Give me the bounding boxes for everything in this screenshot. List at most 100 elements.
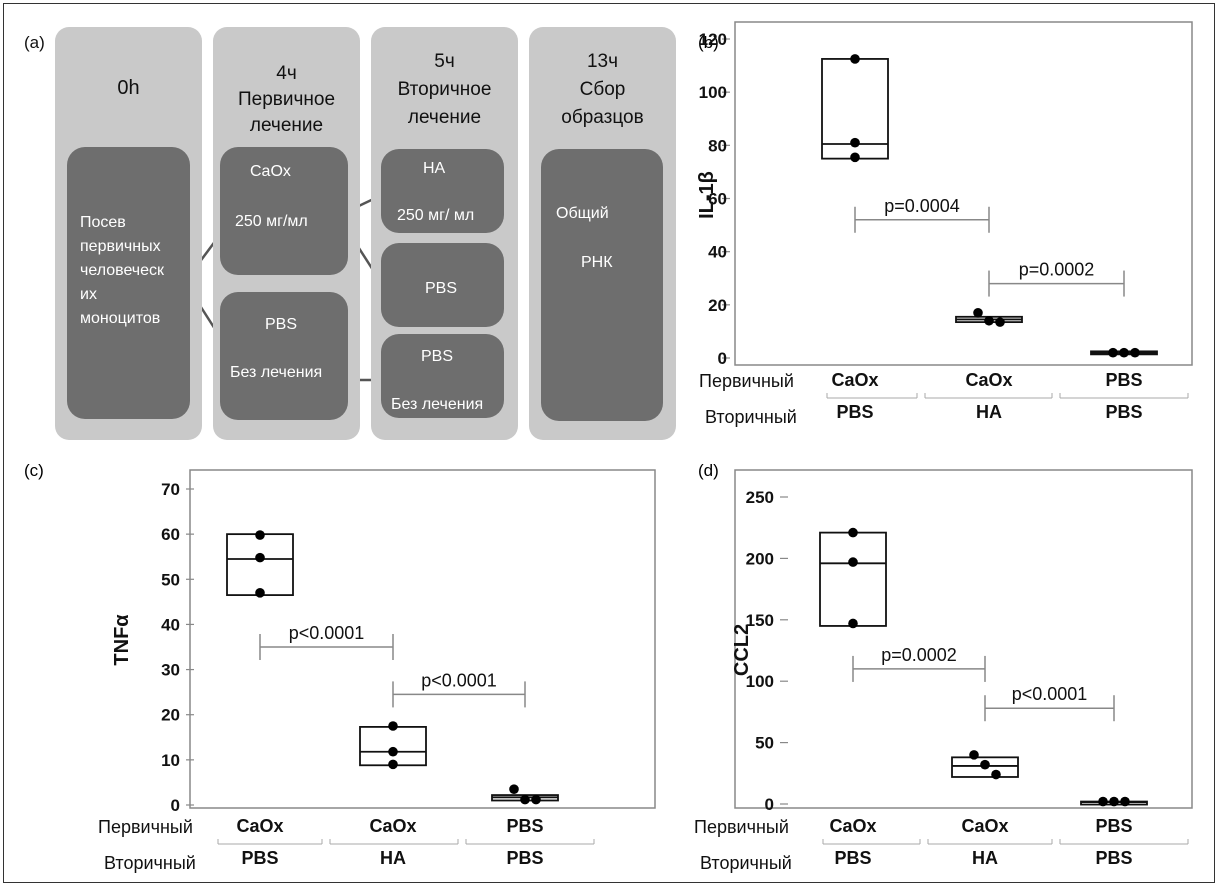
box-text: 250 мг/мл <box>235 213 308 230</box>
pbs-untreated-box: PBS Без лечения <box>381 334 504 418</box>
data-point <box>969 750 979 760</box>
timeline-column-5h: 5ч Вторичное лечение HA 250 мг/ мл PBS P… <box>371 27 518 440</box>
y-tick-label: 20 <box>708 296 727 315</box>
data-point <box>388 746 398 757</box>
primary-treatment-label: CaOx <box>831 370 878 390</box>
data-point <box>848 557 858 567</box>
data-point <box>388 721 398 731</box>
y-axis-label: IL-1β <box>696 171 718 219</box>
panel-label: (c) <box>24 461 44 480</box>
secondary-treatment-label: PBS <box>834 848 871 868</box>
y-tick-label: 50 <box>161 570 180 589</box>
secondary-treatment-label: PBS <box>1105 402 1142 422</box>
panel-label: (b) <box>698 33 719 52</box>
data-point <box>531 794 541 805</box>
y-tick-label: 0 <box>765 795 774 814</box>
data-point <box>850 152 860 163</box>
y-tick-label: 200 <box>746 549 774 568</box>
y-tick-label: 250 <box>746 488 774 507</box>
p-value-label: p<0.0001 <box>1012 684 1088 704</box>
y-tick-label: 10 <box>161 751 180 770</box>
plot-frame <box>189 469 656 809</box>
rna-collection-box: Общий РНК <box>541 149 663 421</box>
column-header: Первичное <box>237 89 336 110</box>
secondary-treatment-label: PBS <box>241 848 278 868</box>
column-header: 4ч <box>276 63 297 84</box>
y-tick-label: 30 <box>161 661 180 680</box>
y-tick-label: 150 <box>746 611 774 630</box>
box-text: PBS <box>425 280 458 297</box>
row-label-primary: Первичный <box>98 817 193 837</box>
data-point <box>509 784 519 794</box>
data-point <box>980 759 990 770</box>
data-point <box>520 794 530 805</box>
row-label-primary: Первичный <box>699 371 794 391</box>
box <box>819 531 887 627</box>
y-tick-label: 0 <box>171 796 180 815</box>
y-tick-label: 40 <box>161 615 180 634</box>
y-tick-label: 60 <box>708 190 727 209</box>
box <box>359 726 427 767</box>
data-point <box>1108 347 1118 358</box>
y-tick-label: 100 <box>699 83 727 102</box>
y-tick-label: 100 <box>746 672 774 691</box>
data-point <box>1130 347 1140 358</box>
primary-treatment-label: PBS <box>1105 370 1142 390</box>
box-text: 250 мг/ мл <box>397 207 475 224</box>
ha-secondary-box: HA 250 мг/ мл <box>381 149 504 233</box>
secondary-treatment-label: HA <box>972 848 998 868</box>
box-text: HA <box>423 160 446 177</box>
primary-treatment-label: PBS <box>1095 816 1132 836</box>
primary-treatment-label: CaOx <box>236 816 283 836</box>
y-tick-label: 0 <box>718 349 727 368</box>
caox-primary-box: CaOx 250 мг/мл <box>220 147 348 275</box>
box-text: РНК <box>581 254 613 271</box>
secondary-treatment-label: PBS <box>836 402 873 422</box>
box-text: Посев <box>80 214 126 231</box>
p-value-label: p<0.0001 <box>421 670 497 690</box>
box-text: их <box>80 286 97 303</box>
box-text: Без лечения <box>391 396 484 413</box>
y-tick-label: 50 <box>755 734 774 753</box>
secondary-treatment-label: HA <box>380 848 406 868</box>
data-point <box>255 552 265 563</box>
primary-treatment-label: CaOx <box>369 816 416 836</box>
box-text: моноцитов <box>80 310 161 327</box>
figure-frame <box>3 3 1215 883</box>
row-label-primary: Первичный <box>694 817 789 837</box>
row-label-secondary: Вторичный <box>705 407 797 427</box>
secondary-treatment-label: PBS <box>506 848 543 868</box>
y-tick-label: 40 <box>708 243 727 262</box>
box-text: Без лечения <box>230 364 323 381</box>
panel-a-label: (a) <box>24 33 45 52</box>
box-text: PBS <box>421 348 454 365</box>
data-point <box>984 315 994 326</box>
panel-label: (d) <box>698 461 719 480</box>
timeline-column-13h: 13ч Сбор образцов Общий РНК <box>529 27 676 440</box>
data-point <box>850 137 860 148</box>
y-tick-label: 80 <box>708 136 727 155</box>
primary-treatment-label: PBS <box>506 816 543 836</box>
row-label-secondary: Вторичный <box>700 853 792 873</box>
data-point <box>388 759 398 770</box>
data-point <box>1098 796 1108 807</box>
secondary-treatment-label: PBS <box>1095 848 1132 868</box>
data-point <box>255 530 265 540</box>
seeding-box: Посев первичных человеческ их моноцитов <box>67 147 190 419</box>
column-header: образцов <box>561 107 644 128</box>
data-point <box>848 618 858 629</box>
y-axis-label: CCL2 <box>731 624 753 676</box>
box-text: PBS <box>265 316 298 333</box>
data-point <box>1109 796 1119 807</box>
data-point <box>848 527 858 538</box>
plot-frame <box>734 469 1193 809</box>
primary-treatment-label: CaOx <box>961 816 1008 836</box>
data-point <box>1119 347 1129 358</box>
data-point <box>1120 796 1130 807</box>
secondary-treatment-label: HA <box>976 402 1002 422</box>
plot-frame <box>734 21 1193 366</box>
p-value-label: p=0.0004 <box>884 196 960 216</box>
box <box>226 533 294 596</box>
